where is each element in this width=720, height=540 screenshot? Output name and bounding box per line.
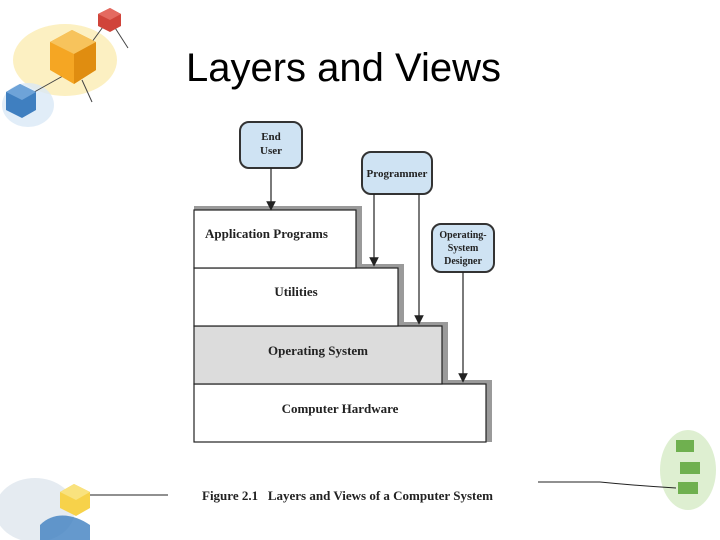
layer-label-utilities: Utilities: [274, 284, 317, 299]
actor-end-user-label-line2: User: [260, 145, 282, 157]
layer-operating-system: [193, 325, 443, 385]
layer-label-application-programs: Application Programs: [205, 226, 328, 241]
actor-os-designer-label-line1: Operating-: [439, 230, 486, 241]
actor-end-user-label-line1: End: [261, 131, 281, 143]
cube-hand-bottom-left-icon: [0, 478, 168, 540]
actor-os-designer-label-line2: System: [448, 243, 479, 254]
layer-label-computer-hardware: Computer Hardware: [282, 401, 399, 416]
layer-utilities: [193, 267, 399, 327]
slide-title: Layers and Views: [186, 46, 501, 90]
cube-cluster-top-left-icon: [2, 8, 129, 127]
layer-application-programs: [193, 209, 357, 269]
green-blocks-bottom-right-icon: [538, 430, 716, 510]
figure-caption: Figure 2.1 Layers and Views of a Compute…: [202, 488, 493, 503]
actor-os-designer-label-line3: Designer: [444, 256, 482, 267]
layer-computer-hardware: [193, 383, 487, 443]
actor-programmer-label: Programmer: [367, 168, 428, 180]
actor-programmer: [361, 151, 433, 195]
layer-label-operating-system: Operating System: [268, 343, 368, 358]
